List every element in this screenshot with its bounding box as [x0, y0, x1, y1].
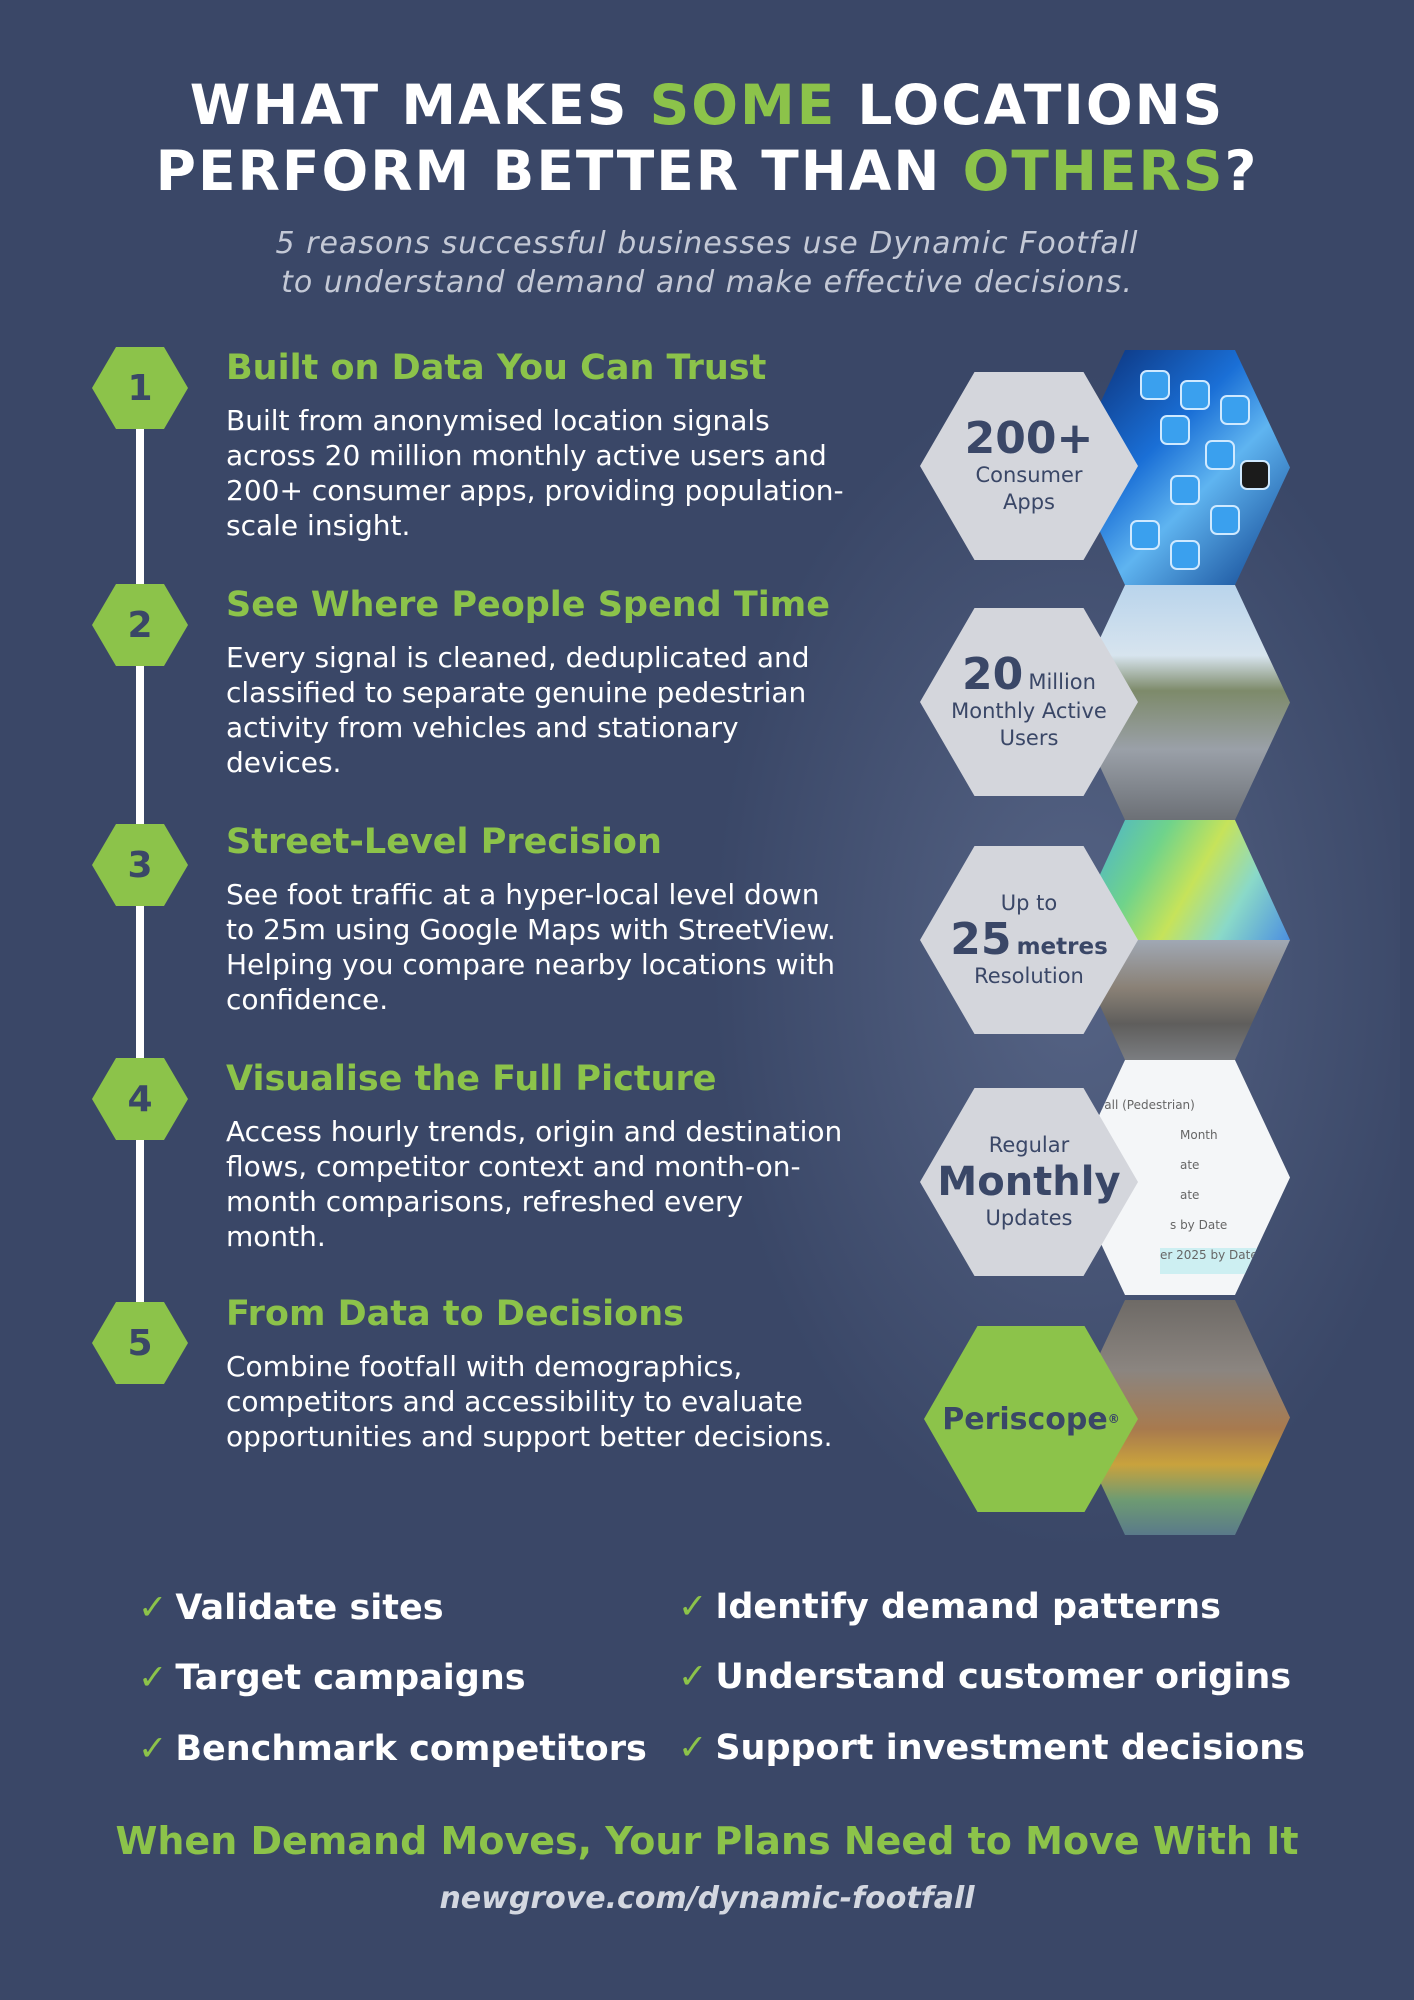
stat-monthly-updates: Regular Monthly Updates: [920, 1088, 1138, 1276]
app-tile-icon: [1170, 540, 1200, 570]
benefit-item: ✓Support investment decisions: [678, 1728, 1306, 1768]
benefit-item: ✓Validate sites: [138, 1588, 444, 1628]
footer-tagline: When Demand Moves, Your Plans Need to Mo…: [115, 1819, 1299, 1863]
reason-title: Street-Level Precision: [226, 822, 662, 862]
checkmark-icon: ✓: [678, 1587, 708, 1627]
app-tile-icon: [1205, 440, 1235, 470]
reason-2: See Where People Spend Time Every signal…: [226, 584, 846, 780]
app-tile-icon: [1210, 505, 1240, 535]
benefit-item: ✓Benchmark competitors: [138, 1729, 647, 1769]
reason-text: Every signal is cleaned, deduplicated an…: [226, 641, 810, 779]
app-tile-icon: [1170, 475, 1200, 505]
checkmark-icon: ✓: [678, 1657, 708, 1697]
screenshot-row: ate: [1180, 1188, 1200, 1202]
step-number-2: 2: [92, 584, 188, 666]
reason-title: From Data to Decisions: [226, 1294, 684, 1334]
reason-text: Access hourly trends, origin and destina…: [226, 1115, 843, 1253]
app-tile-icon: [1130, 520, 1160, 550]
step-number-5: 5: [92, 1302, 188, 1384]
title-line-2: PERFORM BETTER THAN OTHERS?: [155, 139, 1259, 203]
footer-url-link[interactable]: newgrove.com/dynamic-footfall: [439, 1881, 975, 1916]
reason-3: Street-Level Precision See foot traffic …: [226, 821, 846, 1017]
checkmark-icon: ✓: [678, 1728, 708, 1768]
step-number-4: 4: [92, 1058, 188, 1140]
page-subtitle: 5 reasons successful businesses use Dyna…: [275, 226, 1139, 300]
screenshot-row: s by Date: [1170, 1218, 1228, 1232]
reason-4: Visualise the Full Picture Access hourly…: [226, 1058, 846, 1254]
screenshot-row: ate: [1180, 1158, 1200, 1172]
benefit-item: ✓Target campaigns: [138, 1658, 526, 1698]
screenshot-header: otfall (Pedestrian): [1088, 1098, 1195, 1112]
app-tile-icon: [1180, 380, 1210, 410]
step-number-3: 3: [92, 824, 188, 906]
reason-text: See foot traffic at a hyper-local level …: [226, 878, 836, 1016]
app-tile-icon: [1220, 395, 1250, 425]
benefit-item: ✓Identify demand patterns: [678, 1587, 1221, 1627]
reason-text: Built from anonymised location signals a…: [226, 404, 844, 542]
screenshot-row: Month: [1180, 1128, 1218, 1142]
reason-title: Built on Data You Can Trust: [226, 348, 767, 388]
reason-text: Combine footfall with demographics, comp…: [226, 1350, 833, 1453]
title-line-1: WHAT MAKES SOME LOCATIONS: [189, 73, 1225, 137]
app-tile-icon: [1240, 460, 1270, 490]
checkmark-icon: ✓: [138, 1588, 168, 1628]
reason-title: See Where People Spend Time: [226, 585, 830, 625]
benefit-item: ✓Understand customer origins: [678, 1657, 1292, 1697]
app-tile-icon: [1140, 370, 1170, 400]
page-title: WHAT MAKES SOME LOCATIONS PERFORM BETTER…: [0, 72, 1414, 204]
app-tile-icon: [1160, 415, 1190, 445]
step-number-1: 1: [92, 347, 188, 429]
reason-5: From Data to Decisions Combine footfall …: [226, 1293, 846, 1454]
checkmark-icon: ✓: [138, 1658, 168, 1698]
reason-title: Visualise the Full Picture: [226, 1059, 717, 1099]
checkmark-icon: ✓: [138, 1729, 168, 1769]
reason-1: Built on Data You Can Trust Built from a…: [226, 347, 846, 543]
